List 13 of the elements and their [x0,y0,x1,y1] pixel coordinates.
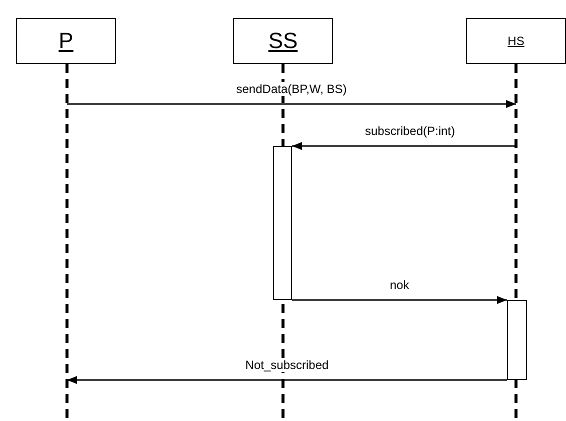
message-arrow [292,296,507,304]
message-arrow [67,376,507,384]
edge-label: nok [388,278,412,292]
edge-label: Not_subscribed [243,358,331,372]
message-arrow [67,100,516,108]
participant-box: HS [466,18,566,64]
message-arrow [292,142,516,150]
edge-label: sendData(BP,W, BS) [234,82,349,96]
activation-bar [273,146,292,300]
participant-box: SS [233,18,333,64]
activation-bar [507,300,527,380]
edge-label: subscribed(P:int) [362,124,458,138]
participant-box: P [16,18,116,64]
